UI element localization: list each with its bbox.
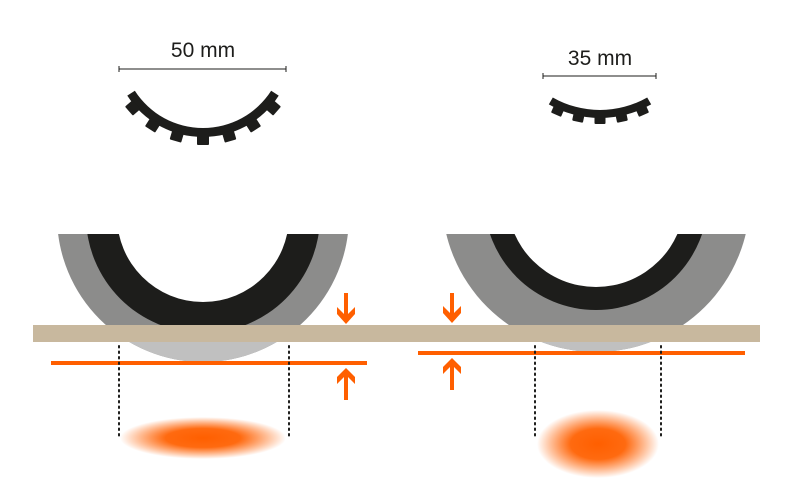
tread-block [145, 118, 161, 133]
tread-band [548, 97, 652, 119]
deflection-line-right [418, 351, 745, 355]
arrow-down-icon [443, 293, 461, 323]
tread-block [245, 118, 261, 133]
tread-block [197, 135, 209, 145]
tread-block [551, 105, 564, 117]
tread-block [222, 129, 237, 143]
tire-inner [514, 234, 678, 287]
tire-cross-section [58, 234, 348, 362]
arrow-up-icon [337, 368, 355, 400]
width-dimension-line [118, 66, 287, 72]
tread-block [572, 112, 585, 123]
tread-block [169, 129, 184, 143]
deflection-arrows-left [337, 293, 355, 400]
contact-patch-wide [120, 417, 286, 459]
tread-block [615, 112, 628, 123]
tread-block [594, 116, 606, 124]
deflection-arrows-right [443, 293, 461, 390]
width-label-50mm: 50 mm [171, 39, 235, 62]
road-surface [33, 325, 760, 342]
contact-width-guides [118, 345, 662, 439]
narrow-tire-group: 35 mm [446, 47, 746, 352]
tire-cross-section [446, 234, 746, 352]
wide-tire-group: 50 mm [58, 39, 348, 362]
tread-block [125, 100, 140, 116]
width-label-35mm: 35 mm [568, 47, 632, 70]
tread-block [636, 105, 649, 117]
deflection-line-left [51, 361, 367, 365]
tire-casing-below-road [541, 342, 651, 352]
width-dimension-line [542, 73, 657, 79]
tire-inner [118, 234, 288, 302]
tire-deformation-below-road [129, 342, 651, 362]
tread-block [266, 100, 281, 116]
arrow-down-icon [337, 293, 355, 324]
tire-casing-below-road [129, 342, 277, 362]
tire-tread-profile-icon [548, 97, 652, 124]
tire-tread-profile-icon [125, 90, 281, 145]
tread-band [127, 90, 279, 137]
contact-patch-narrow [537, 410, 659, 478]
arrow-up-icon [443, 358, 461, 390]
